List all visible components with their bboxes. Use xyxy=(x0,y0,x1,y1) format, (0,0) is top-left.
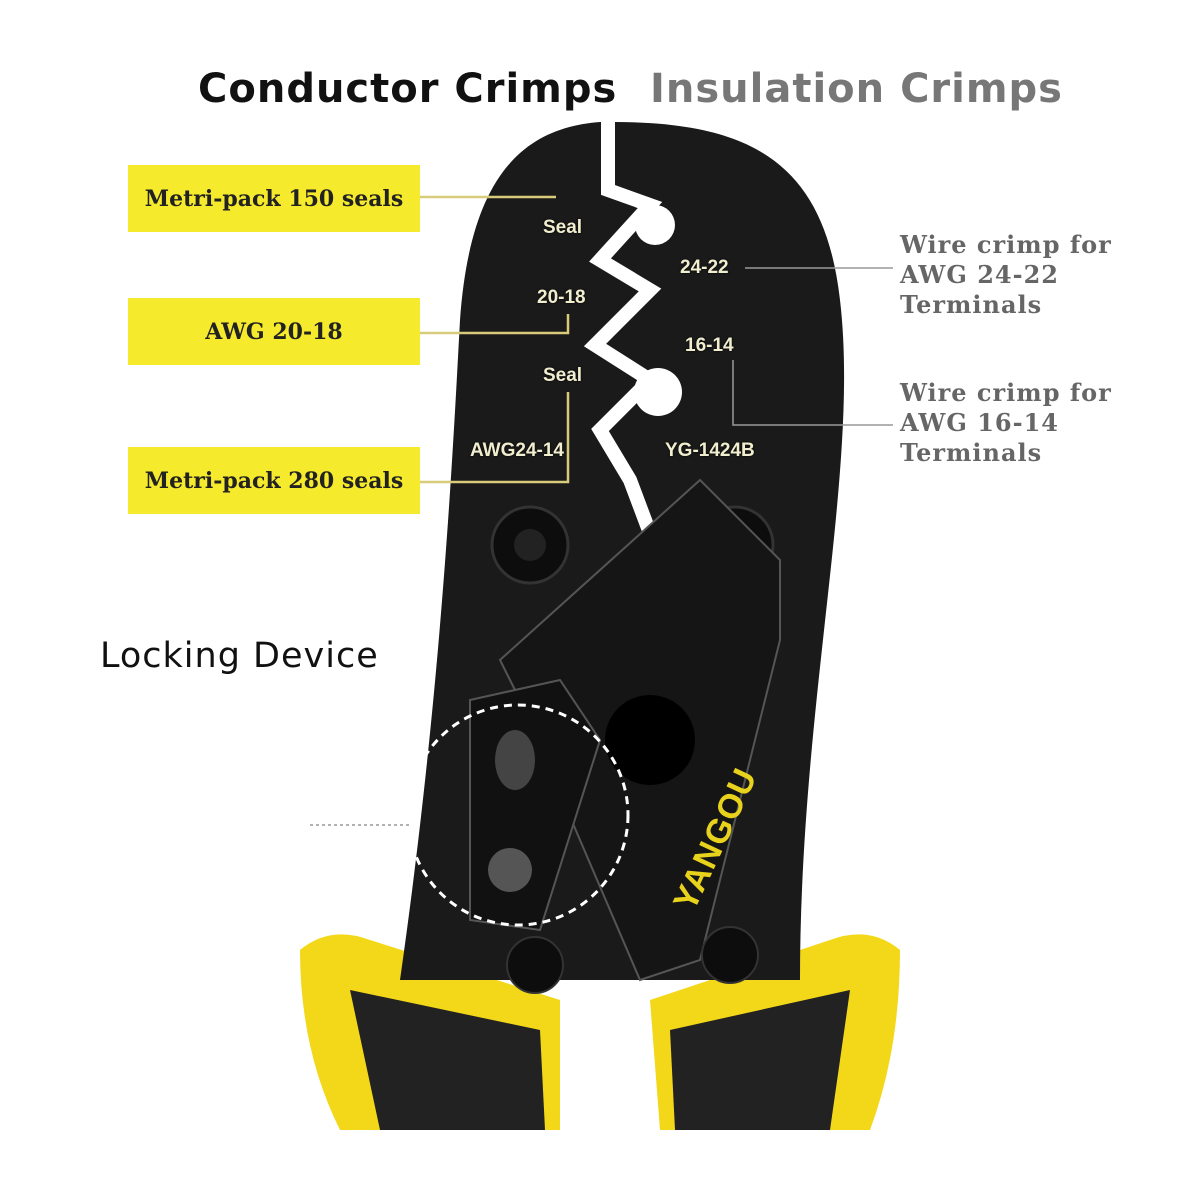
locking-device-label: Locking Device xyxy=(100,636,379,676)
callout-line: AWG 16-14 xyxy=(900,408,1059,437)
jaw-gap xyxy=(583,120,667,563)
callout-line: Terminals xyxy=(900,290,1043,319)
label-seal-top: Seal xyxy=(543,217,583,238)
label-awg-range: AWG24-14 xyxy=(470,440,564,461)
label-seal-bottom: Seal xyxy=(543,365,583,386)
locking-highlight-circle xyxy=(406,703,630,927)
callout-awg-16-14: Wire crimp for AWG 16-14 Terminals xyxy=(900,378,1112,468)
callout-awg-20-18: AWG 20-18 xyxy=(128,298,420,365)
insulation-crimps-heading: Insulation Crimps xyxy=(650,66,1063,112)
label-20-18: 20-18 xyxy=(537,287,586,308)
label-16-14: 16-14 xyxy=(685,335,734,356)
conductor-crimps-heading: Conductor Crimps xyxy=(198,66,618,112)
callout-awg-24-22: Wire crimp for AWG 24-22 Terminals xyxy=(900,230,1112,320)
callout-line: Terminals xyxy=(900,438,1043,467)
callout-line: Wire crimp for xyxy=(900,230,1112,259)
callout-line: Wire crimp for xyxy=(900,378,1112,407)
callout-lines xyxy=(420,195,570,484)
label-model: YG-1424B xyxy=(665,440,755,461)
callout-metripack-150: Metri-pack 150 seals xyxy=(128,165,420,232)
callout-line: AWG 24-22 xyxy=(900,260,1059,289)
callout-metripack-280: Metri-pack 280 seals xyxy=(128,447,420,514)
label-24-22: 24-22 xyxy=(680,257,729,278)
